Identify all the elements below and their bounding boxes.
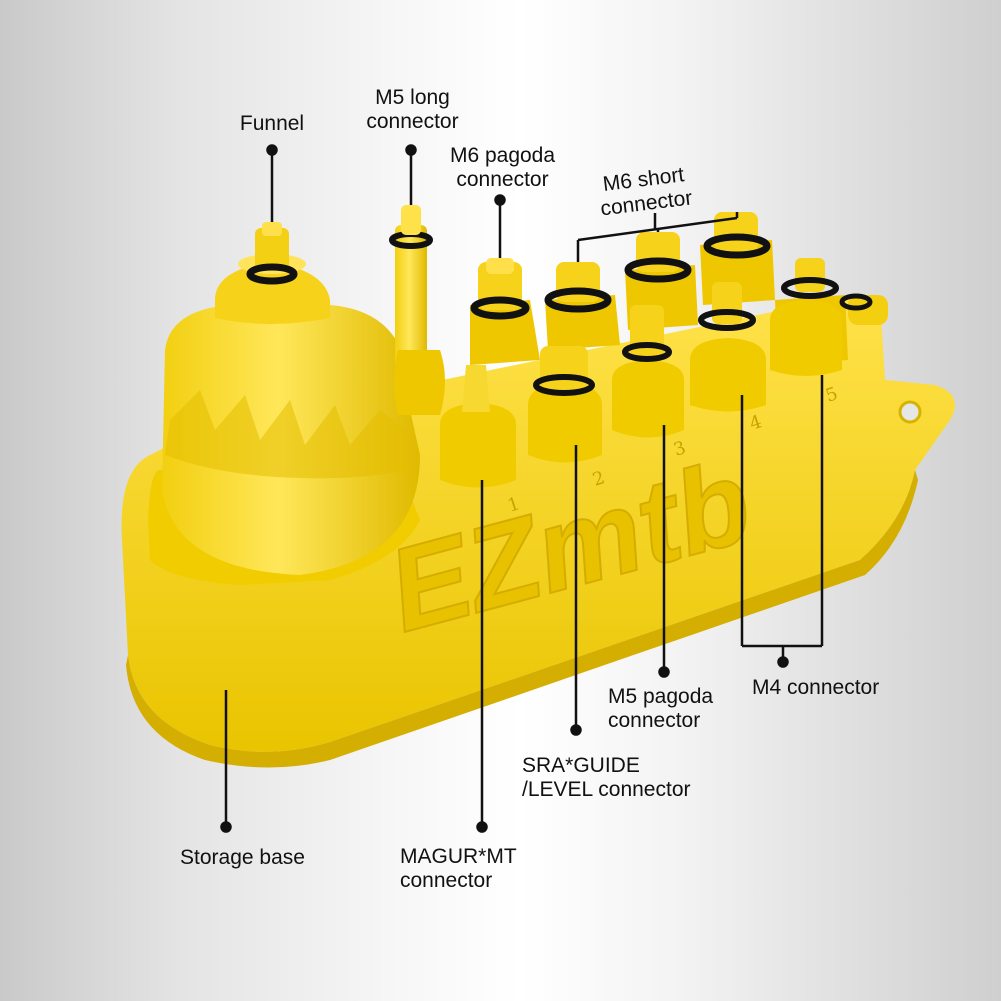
- funnel: [162, 222, 420, 575]
- storage-base-label: Storage base: [180, 846, 305, 869]
- sra-guide-level-connector-label: SRA*GUIDE /LEVEL connector: [522, 754, 691, 801]
- m5-pagoda-connector-label: M5 pagoda connector: [608, 685, 714, 732]
- m5-long-connector-label: M5 long connector: [366, 86, 459, 133]
- magur-mt-connector-label: MAGUR*MT connector: [400, 845, 517, 892]
- funnel-label: Funnel: [239, 112, 305, 135]
- m5-long-connector: [389, 205, 445, 415]
- connector-row-front: [440, 282, 842, 488]
- m6-pagoda-connector-label: M6 pagoda connector: [449, 144, 556, 191]
- m4-connector-label: M4 connector: [752, 676, 880, 699]
- leader-lines: [220, 144, 824, 833]
